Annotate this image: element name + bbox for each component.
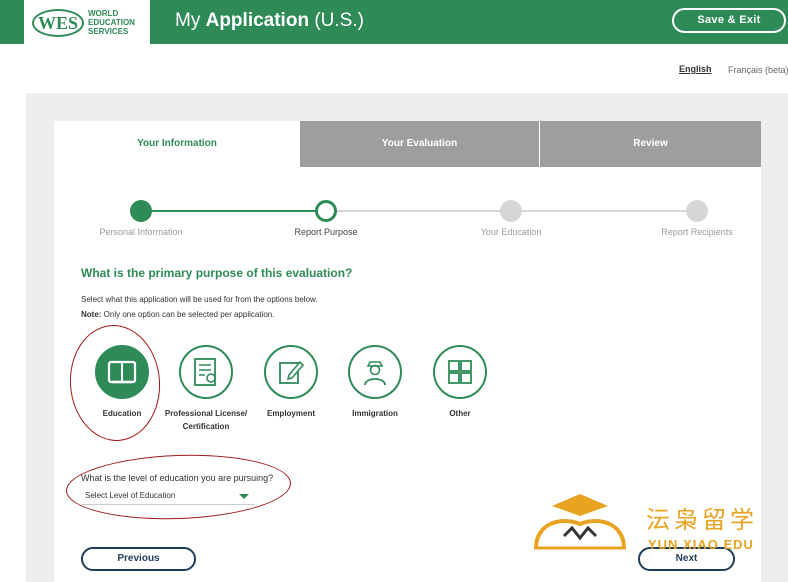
education-level-value: Select Level of Education [85, 491, 176, 500]
chevron-down-icon [239, 494, 249, 499]
option-label: Professional License/ Certification [164, 409, 248, 431]
edit-document-icon [264, 345, 318, 399]
education-level-question: What is the level of education you are p… [81, 473, 274, 483]
watermark-chinese-text: 沄枭留学 [646, 506, 758, 534]
option-employment[interactable]: Employment [249, 345, 333, 420]
previous-button[interactable]: Previous [81, 547, 196, 571]
step-label-personal-information: Personal Information [99, 227, 183, 237]
purpose-question: What is the primary purpose of this eval… [81, 266, 353, 280]
save-exit-button[interactable]: Save & Exit [672, 8, 786, 33]
tab-your-evaluation[interactable]: Your Evaluation [300, 121, 539, 167]
watermark-english-text: YUN XIAO EDU [648, 537, 754, 552]
option-label: Employment [266, 409, 315, 418]
certificate-icon [179, 345, 233, 399]
step-dot-report-recipients [686, 200, 708, 222]
app-header: WES WORLD EDUCATION SERVICES My Applicat… [0, 0, 788, 44]
option-other[interactable]: Other [418, 345, 502, 420]
option-label: Other [449, 409, 471, 418]
language-english-link[interactable]: English [679, 64, 712, 74]
option-education[interactable]: Education [80, 345, 164, 420]
book-icon [95, 345, 149, 399]
step-label-report-recipients: Report Recipients [661, 227, 733, 237]
step-dot-your-education [500, 200, 522, 222]
purpose-instructions: Select what this application will be use… [81, 295, 318, 304]
wes-logo-text: WORLD EDUCATION SERVICES [88, 9, 135, 36]
option-immigration[interactable]: Immigration [333, 345, 417, 420]
application-card [54, 121, 761, 582]
tab-review[interactable]: Review [540, 121, 761, 167]
page-title: My Application (U.S.) [175, 10, 364, 31]
step-label-your-education: Your Education [480, 227, 542, 237]
step-label-report-purpose: Report Purpose [294, 227, 358, 237]
option-label: Immigration [352, 409, 398, 418]
language-french-link[interactable]: Français (beta) [728, 65, 788, 75]
wes-logo-mark: WES [32, 9, 84, 37]
watermark-logo [534, 494, 626, 550]
wes-logo[interactable]: WES WORLD EDUCATION SERVICES [24, 0, 150, 44]
option-professional-license[interactable]: Professional License/ Certification [164, 345, 248, 433]
next-button[interactable]: Next [638, 547, 735, 571]
step-dot-personal-information [130, 200, 152, 222]
purpose-note: Note: Only one option can be selected pe… [81, 310, 275, 319]
step-dot-report-purpose [315, 200, 337, 222]
stepper-progress-line [141, 210, 326, 212]
grid-icon [433, 345, 487, 399]
tab-your-information[interactable]: Your Information [54, 121, 300, 167]
option-label: Education [102, 409, 142, 418]
education-level-select[interactable]: Select Level of Education [81, 487, 255, 505]
officer-icon [348, 345, 402, 399]
